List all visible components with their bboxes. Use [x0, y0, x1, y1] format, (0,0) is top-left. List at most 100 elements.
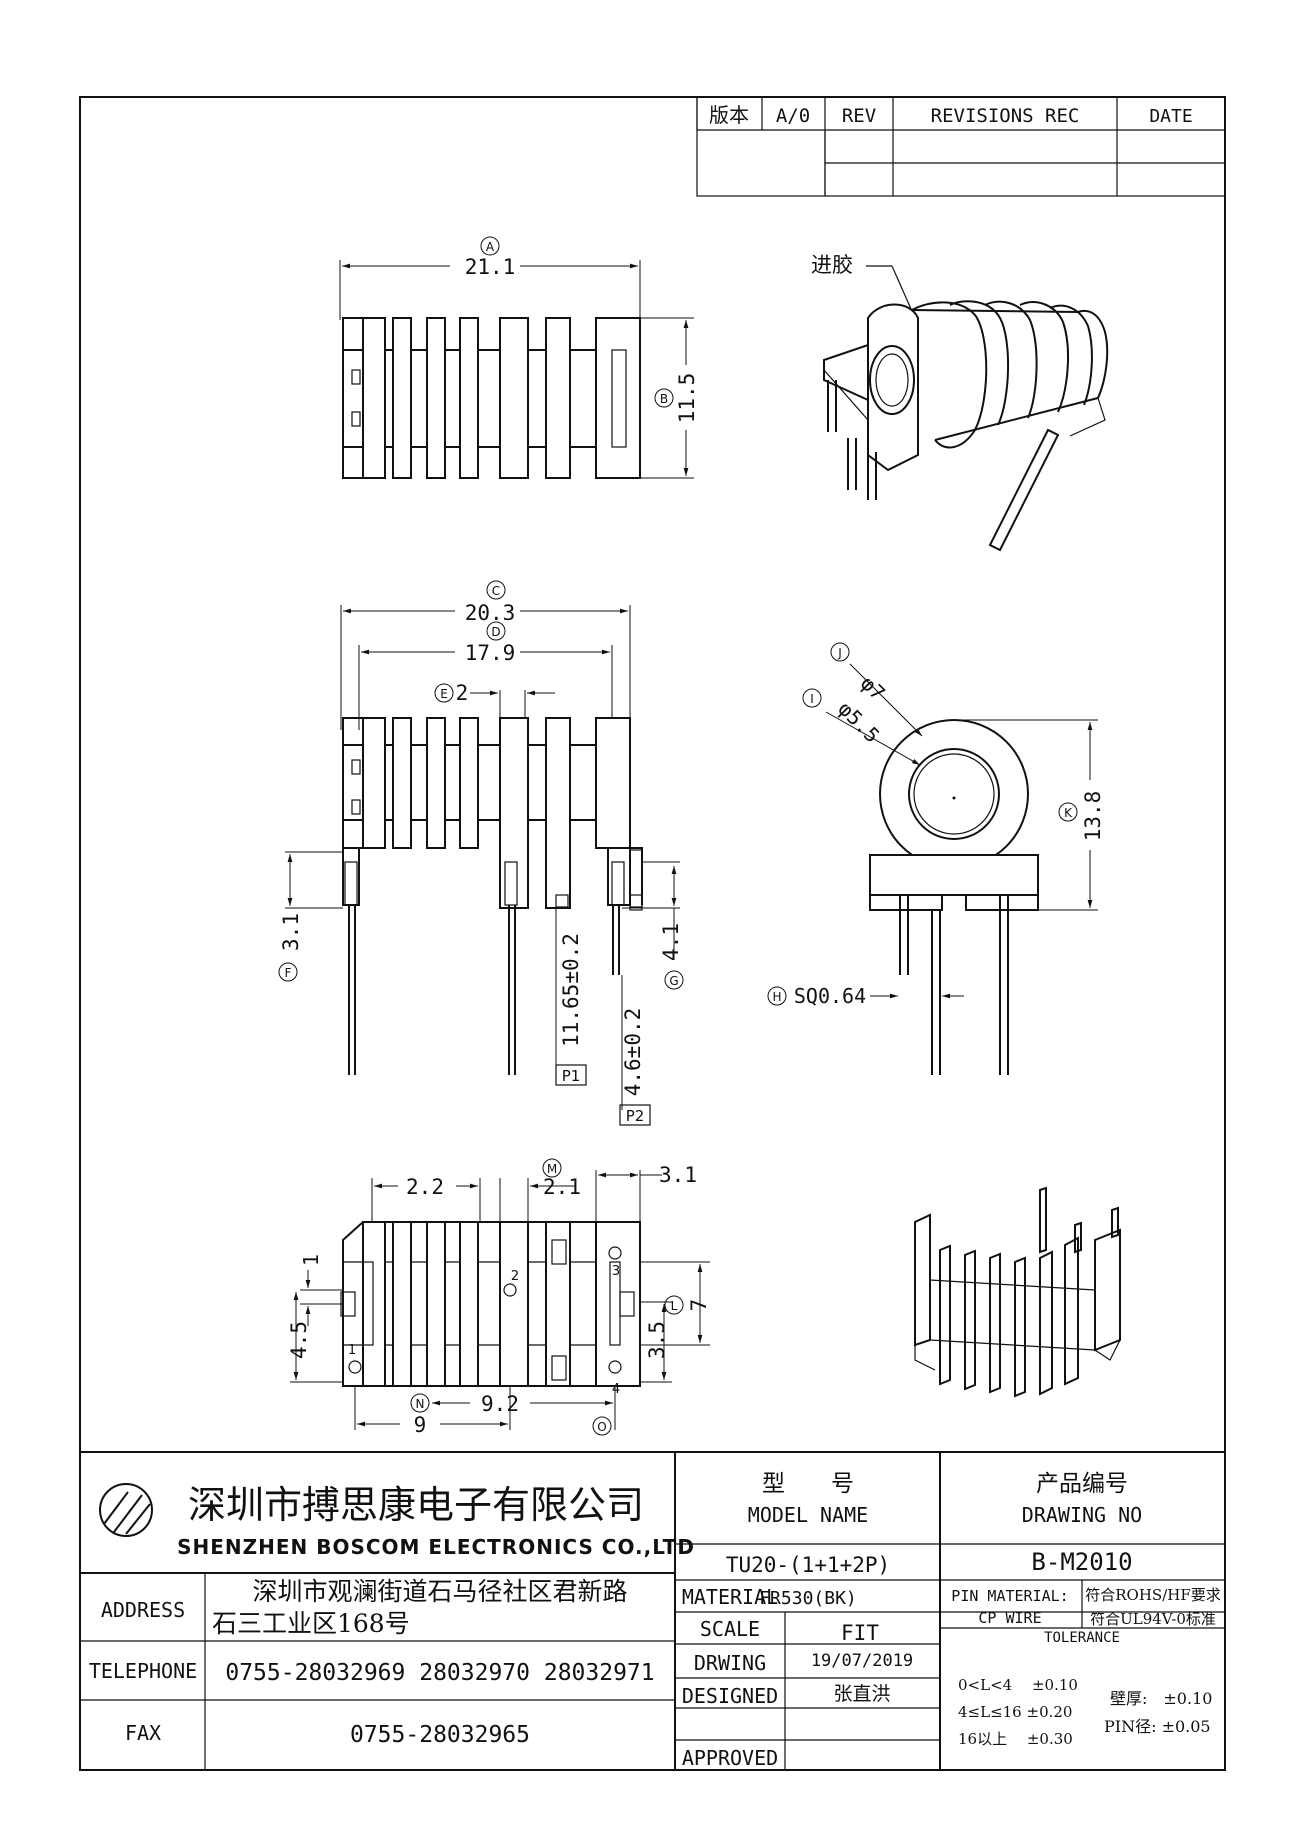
svg-text:J: J [837, 646, 842, 660]
telephone-label: TELEPHONE [89, 1659, 197, 1683]
drawing-date-label: DRWING [694, 1651, 766, 1675]
dim-k-value: 13.8 [1081, 791, 1105, 842]
material-value: FR530(BK) [759, 1588, 857, 1609]
svg-text:F: F [285, 966, 292, 980]
dim-h-value: SQ0.64 [794, 984, 866, 1008]
model-value: TU20-(1+1+2P) [726, 1553, 890, 1577]
address-label: ADDRESS [101, 1598, 185, 1622]
svg-text:E: E [440, 687, 448, 701]
iso-view-top: 进胶 [811, 253, 1109, 552]
svg-text:L: L [671, 1299, 678, 1313]
dim-f-value: 3.1 [279, 913, 303, 951]
rohs-value: 符合ROHS/HF要求 [1085, 1586, 1221, 1604]
dim-e-value: 2 [456, 681, 469, 705]
dim-d-value: 17.9 [465, 641, 516, 665]
dim-b-value: 11.5 [675, 373, 699, 424]
dim-p1-tag: P1 [562, 1067, 581, 1085]
sheet-border [79, 96, 1226, 1771]
dim-n-value: 9 [414, 1413, 427, 1437]
dim-n-marker [410, 1393, 430, 1413]
dim-j-value: φ7 [856, 671, 890, 705]
dim-22-value: 2.2 [406, 1175, 444, 1199]
pin-1-label: 1 [348, 1343, 356, 1358]
dim-h-marker [767, 986, 787, 1006]
dim-l-value: 7 [687, 1299, 711, 1312]
material-label: MATERIAL [682, 1585, 778, 1609]
title-block: 深圳市搏思康电子有限公司 SHENZHEN BOSCOM ELECTRONICS… [80, 1451, 1225, 1770]
rev-label: REV [842, 105, 876, 127]
svg-text:I: I [810, 692, 814, 706]
dim-a-value: 21.1 [465, 255, 516, 279]
pin-tolerance: PIN径: ±0.05 [1104, 1717, 1211, 1736]
note-injection: 进胶 [811, 253, 853, 277]
dim-c-value: 20.3 [465, 601, 516, 625]
dim-a-marker [480, 236, 500, 256]
fax-label: FAX [125, 1721, 161, 1745]
address-line-2: 石三工业区168号 [212, 1609, 410, 1638]
svg-text:A: A [486, 240, 495, 254]
dim-p2-value: 4.6±0.2 [621, 1008, 645, 1097]
svg-text:M: M [547, 1162, 557, 1176]
dim-o-value: 9.2 [481, 1392, 519, 1416]
wall-tolerance: 壁厚: ±0.10 [1110, 1689, 1212, 1708]
svg-text:O: O [597, 1420, 606, 1434]
drawing-no-label-cn: 产品编号 [1036, 1471, 1128, 1497]
svg-text:K: K [1064, 806, 1073, 820]
pin-material-value: CP WIRE [978, 1609, 1041, 1627]
svg-text:B: B [660, 392, 668, 406]
model-label-en: MODEL NAME [748, 1503, 868, 1527]
scale-label: SCALE [700, 1617, 760, 1641]
dim-45-value: 4.5 [287, 1321, 311, 1359]
company-name-en: SHENZHEN BOSCOM ELECTRONICS CO.,LTD [177, 1535, 695, 1559]
svg-text:D: D [491, 625, 500, 639]
company-logo [99, 1483, 153, 1537]
date-label: DATE [1149, 106, 1192, 127]
drawing-no-value: B-M2010 [1031, 1548, 1132, 1576]
pin-material-label: PIN MATERIAL: [951, 1587, 1068, 1605]
dim-m-value: 2.1 [543, 1175, 581, 1199]
approved-label: APPROVED [682, 1746, 778, 1770]
dim-e-marker [434, 683, 454, 703]
dim-k-marker [1058, 802, 1078, 822]
model-label-cn: 型 号 [762, 1471, 854, 1497]
dim-b-marker [654, 388, 674, 408]
tolerance-label: TOLERANCE [1044, 1630, 1120, 1646]
version-value: A/0 [776, 105, 810, 127]
svg-text:G: G [669, 974, 678, 988]
svg-text:N: N [416, 1397, 425, 1411]
tolerance-row-3: 16以上 ±0.30 [958, 1730, 1073, 1748]
dim-o-marker [592, 1416, 612, 1436]
dim-g-marker [664, 970, 684, 990]
dim-g-value: 4.1 [659, 923, 683, 961]
pin-2-label: 2 [511, 1269, 519, 1284]
drawing-no-label-en: DRAWING NO [1022, 1503, 1142, 1527]
dim-1-value: 1 [299, 1254, 323, 1266]
dim-31-value: 3.1 [659, 1163, 697, 1187]
dim-m-marker [542, 1158, 562, 1178]
company-name-cn: 深圳市搏思康电子有限公司 [188, 1483, 644, 1527]
dim-i-marker [802, 688, 822, 708]
bottom-view: 1 2 3 4 2.2 2.1 M 3.1 1 4.5 7 [287, 1158, 711, 1437]
svg-text:H: H [772, 990, 781, 1004]
fax-value: 0755-28032965 [350, 1722, 530, 1748]
tolerance-row-2: 4≤L≤16 ±0.20 [958, 1703, 1072, 1721]
iso-view-bottom [914, 1186, 1121, 1398]
pin-4-label: 4 [612, 1382, 620, 1397]
dim-j-marker [830, 642, 850, 662]
designed-value: 张直洪 [833, 1683, 890, 1705]
drawing-date-value: 19/07/2019 [811, 1651, 913, 1671]
dim-p2-tag: P2 [626, 1107, 645, 1125]
dim-p1-value: 11.65±0.2 [559, 933, 583, 1047]
dim-f-marker [278, 962, 298, 982]
version-label: 版本 [709, 103, 749, 127]
revisions-label: REVISIONS REC [931, 105, 1080, 127]
side-view: J φ7 I φ5.5 13.8 K H SQ0.64 [767, 642, 1105, 1075]
svg-text:C: C [492, 584, 500, 598]
address-line-1: 深圳市观澜街道石马径社区君新路 [252, 1577, 627, 1606]
front-view: C 20.3 D 17.9 E 2 [278, 580, 684, 1126]
tolerance-row-1: 0<L<4 ±0.10 [958, 1676, 1078, 1694]
top-view: A 21.1 11.5 B [339, 236, 699, 479]
dim-35-value: 3.5 [645, 1321, 669, 1359]
telephone-value: 0755-28032969 28032970 28032971 [225, 1660, 654, 1686]
